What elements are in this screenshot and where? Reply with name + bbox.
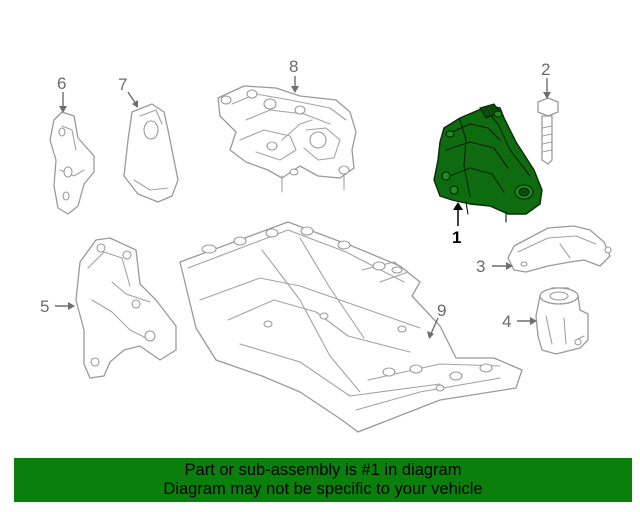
part-2-bolt[interactable] <box>537 97 559 165</box>
callout-1: 1 <box>452 228 461 247</box>
callout-5: 5 <box>40 297 49 316</box>
callout-7: 7 <box>118 75 127 94</box>
info-banner: Part or sub-assembly is #1 in diagram Di… <box>14 458 632 502</box>
part-1-engine-mount[interactable] <box>433 103 543 223</box>
callout-4: 4 <box>502 312 511 331</box>
callout-9: 9 <box>437 301 446 320</box>
callout-2: 2 <box>541 60 550 79</box>
callout-6: 6 <box>57 74 66 93</box>
part-8-engine-mount-bracket[interactable] <box>217 85 357 193</box>
part-5-lower-bracket[interactable] <box>75 237 177 379</box>
callout-3: 3 <box>476 257 485 276</box>
banner-line-1: Part or sub-assembly is #1 in diagram <box>184 461 462 479</box>
leader-lines <box>55 76 551 339</box>
part-7-insulator-pad[interactable] <box>123 103 179 203</box>
banner-line-2: Diagram may not be specific to your vehi… <box>163 480 483 498</box>
part-6-bracket[interactable] <box>49 111 95 215</box>
part-9-crossmember[interactable] <box>179 221 523 433</box>
part-4-rubber-mount[interactable] <box>535 287 589 355</box>
part-3-heat-shield[interactable] <box>507 225 612 273</box>
callout-8: 8 <box>289 57 298 76</box>
callout-labels: 1 2 3 4 5 6 7 8 9 <box>40 57 550 331</box>
